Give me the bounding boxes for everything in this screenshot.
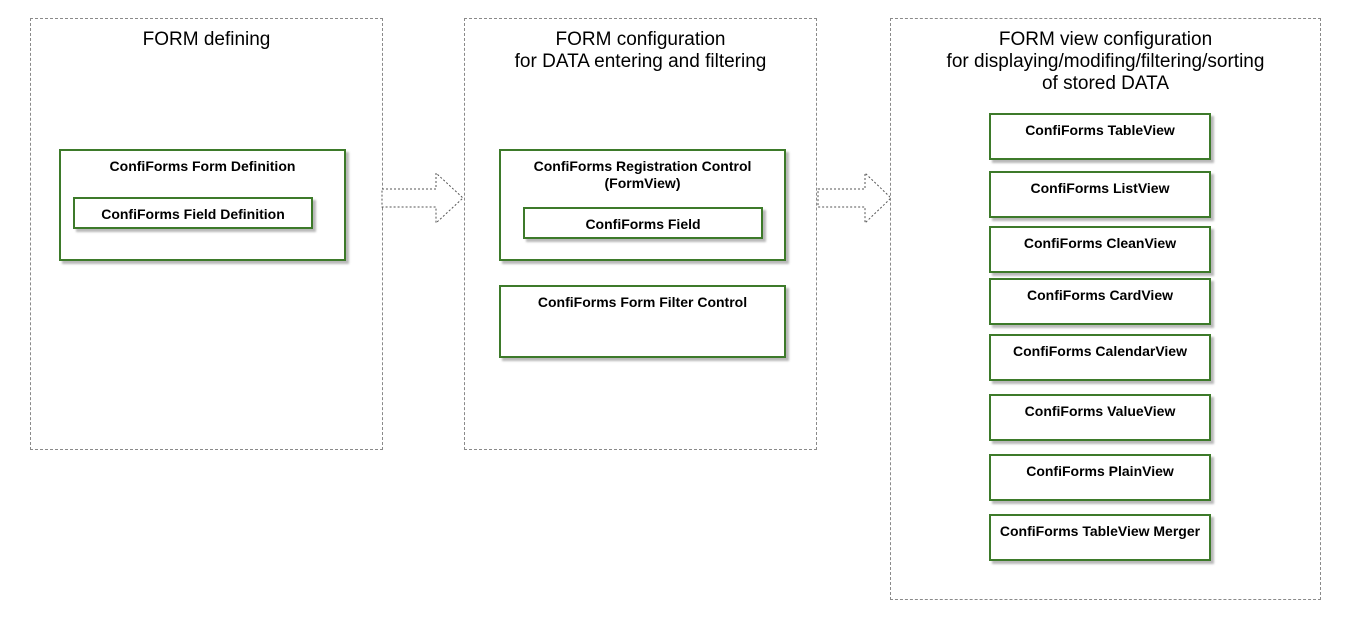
registration-control-box[interactable]: ConfiForms Registration Control (FormVie…	[499, 149, 786, 261]
form-configuration-title: FORM configuration for DATA entering and…	[514, 29, 767, 72]
view-box-valueview[interactable]: ConfiForms ValueView	[989, 394, 1211, 441]
form-filter-control-box[interactable]: ConfiForms Form Filter Control	[499, 285, 786, 358]
view-label: ConfiForms PlainView	[1026, 463, 1174, 479]
form-definition-label: ConfiForms Form Definition	[109, 158, 296, 174]
view-label: ConfiForms TableView	[1025, 122, 1175, 138]
view-label: ConfiForms CardView	[1027, 287, 1173, 303]
view-label: ConfiForms CleanView	[1023, 235, 1177, 251]
confiforms-field-label: ConfiForms Field	[585, 216, 701, 232]
view-box-listview[interactable]: ConfiForms ListView	[989, 171, 1211, 218]
view-label: ConfiForms CalendarView	[1012, 343, 1187, 359]
registration-control-label: ConfiForms Registration Control (FormVie…	[533, 158, 752, 191]
form-filter-control-label: ConfiForms Form Filter Control	[537, 294, 748, 310]
view-label: ConfiForms TableView Merger	[999, 523, 1201, 539]
view-label: ConfiForms ListView	[1030, 180, 1170, 196]
confiforms-field-box[interactable]: ConfiForms Field	[523, 207, 763, 239]
view-box-cleanview[interactable]: ConfiForms CleanView	[989, 226, 1211, 273]
view-box-calendarview[interactable]: ConfiForms CalendarView	[989, 334, 1211, 381]
form-defining-title: FORM defining	[142, 29, 271, 50]
arrow-defining-to-configuration	[381, 172, 464, 224]
view-box-tableview-merger[interactable]: ConfiForms TableView Merger	[989, 514, 1211, 561]
view-label: ConfiForms ValueView	[1024, 403, 1176, 419]
field-definition-box[interactable]: ConfiForms Field Definition	[73, 197, 313, 229]
view-box-plainview[interactable]: ConfiForms PlainView	[989, 454, 1211, 501]
field-definition-label: ConfiForms Field Definition	[101, 206, 285, 222]
form-view-configuration-title: FORM view configuration for displaying/m…	[946, 29, 1265, 94]
view-box-tableview[interactable]: ConfiForms TableView	[989, 113, 1211, 160]
view-box-cardview[interactable]: ConfiForms CardView	[989, 278, 1211, 325]
arrow-configuration-to-view	[817, 172, 892, 224]
